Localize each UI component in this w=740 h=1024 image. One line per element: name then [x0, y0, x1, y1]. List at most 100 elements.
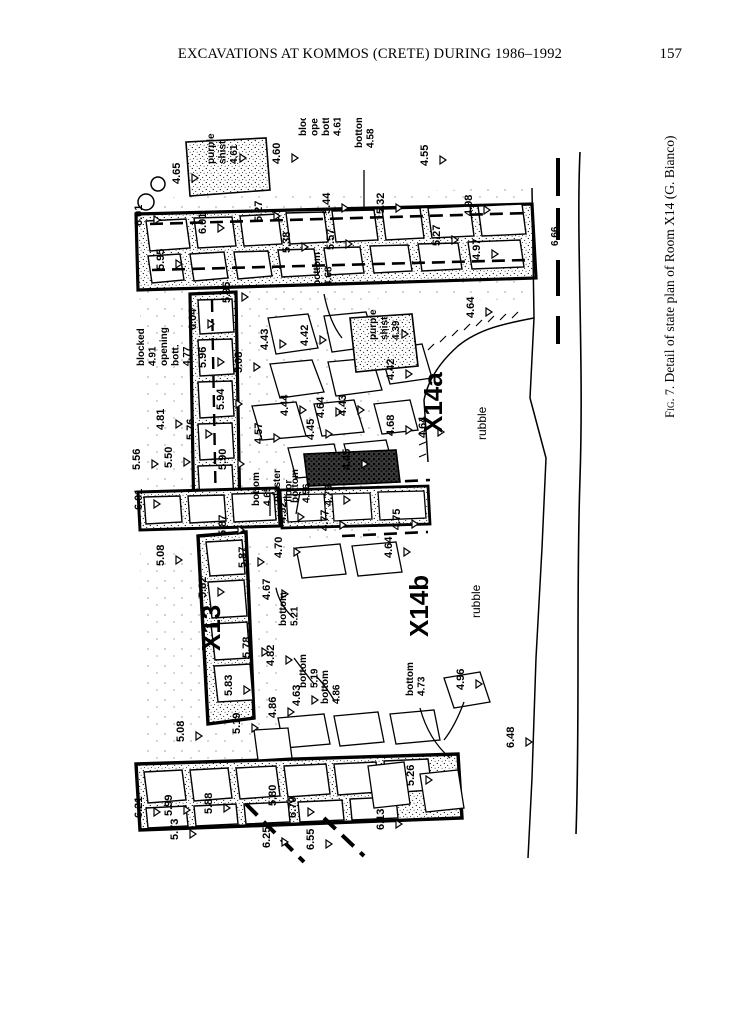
- spot-elevation: 5.08: [233, 352, 245, 373]
- spot-elevation: 5.27: [431, 225, 443, 246]
- elevation-triangle-icon: [183, 456, 192, 468]
- elevation-triangle-icon: [257, 556, 266, 568]
- bottom-elevation-line: bottom: [354, 118, 365, 148]
- spot-elevation-line: 4.77: [319, 510, 331, 531]
- elevation-triangle-icon: [345, 238, 354, 250]
- spot-elevation-line: 6.48: [505, 727, 517, 748]
- purple-schist-slabs: [185, 137, 419, 373]
- spot-elevation-line: 4.97: [471, 239, 483, 260]
- spot-elevation-line: 4.42: [299, 325, 311, 346]
- elevation-triangle-icon: [223, 802, 232, 814]
- figure-caption-label: Fig. 7.: [663, 385, 677, 418]
- bottom-elevation-line: 4.56: [302, 483, 313, 503]
- spot-elevation: 4.44: [279, 394, 291, 416]
- elevation-triangle-icon: [241, 291, 250, 303]
- area-note-line: rubble: [475, 406, 489, 440]
- spot-elevation-line: 4.70: [273, 537, 285, 558]
- bottom-elevation-line: 4.73: [417, 676, 428, 696]
- spot-elevation-line: 5.83: [223, 675, 235, 696]
- spot-elevation-line: 4.67: [261, 579, 273, 600]
- spot-elevation-line: 6.01: [133, 489, 145, 510]
- spot-elevation: 5.83: [223, 675, 235, 696]
- plan-svg: 4.654.604.556.016.015.275.445.324.985.38…: [131, 118, 582, 864]
- rubble-field-hatching: [418, 311, 519, 458]
- elevation-triangle-icon: [425, 774, 434, 786]
- figure-caption-text: Detail of state plan of Room X14 (G. Bia…: [662, 135, 677, 383]
- trench-edge-line: [575, 151, 582, 835]
- elevation-triangle-icon: [335, 406, 344, 418]
- spot-elevation-line: 5.94: [215, 388, 227, 410]
- material-note-line: purple: [206, 133, 217, 164]
- spot-elevation: 4.82: [265, 645, 277, 666]
- elevation-triangle-icon: [439, 154, 448, 166]
- elevation-triangle-icon: [287, 706, 296, 718]
- spot-elevation-line: 5.26: [405, 765, 417, 786]
- spot-elevation-line: 5.88: [203, 793, 215, 814]
- feature-note-line: 4.91: [148, 346, 159, 366]
- elevation-triangle-icon: [325, 428, 334, 440]
- room-label: X14b: [404, 575, 434, 637]
- elevation-triangle-icon: [297, 511, 306, 523]
- spot-elevation-line: 4.43: [337, 395, 349, 416]
- spot-elevation: 4.57: [253, 423, 265, 444]
- elevation-triangle-icon: [325, 838, 334, 850]
- spot-elevation: 5.08: [155, 545, 167, 566]
- elevation-triangle-icon: [251, 722, 260, 734]
- spot-elevation-line: 4.64: [417, 416, 429, 438]
- spot-elevation: 4.60: [271, 143, 283, 164]
- elevation-triangle-icon: [261, 646, 270, 658]
- spot-elevation: 6.25: [261, 827, 273, 848]
- spot-elevation-line: 5.56: [131, 449, 143, 470]
- spot-elevation: 5.73: [169, 819, 181, 840]
- spot-elevation: 4.64: [465, 296, 477, 318]
- elevation-triangle-icon: [153, 214, 162, 226]
- burnt-deposit: [303, 449, 401, 487]
- spot-elevation-line: 5.95: [221, 282, 233, 303]
- elevation-triangle-icon: [237, 524, 246, 536]
- spot-elevation-line: 4.75: [391, 509, 403, 530]
- feature-note: blockedopeningbott.4.61: [298, 118, 344, 136]
- room-label-line: X14b: [404, 575, 434, 637]
- feature-note-line: plaster: [272, 469, 283, 502]
- running-head-title: EXCAVATIONS AT KOMMOS (CRETE) DURING 198…: [177, 46, 563, 62]
- elevation-triangle-icon: [151, 458, 160, 470]
- spot-elevation: 5.99: [163, 795, 175, 816]
- bottom-elevation-line: bottom: [320, 670, 331, 704]
- elevation-triangle-icon: [175, 554, 184, 566]
- bottom-elevation-line: 5.21: [290, 606, 301, 626]
- area-note: rubble: [475, 406, 489, 440]
- elevation-triangle-icon: [311, 694, 320, 706]
- elevation-triangle-icon: [279, 338, 288, 350]
- elevation-triangle-icon: [239, 152, 248, 164]
- spot-elevation-line: 5.57: [325, 229, 337, 250]
- elevation-triangle-icon: [341, 202, 350, 214]
- elevation-triangle-icon: [189, 828, 198, 840]
- spot-elevation: 5.95: [221, 282, 233, 303]
- elevation-triangle-icon: [285, 654, 294, 666]
- section-marker-label-line: 6.66: [550, 226, 561, 246]
- spot-elevation: 5.90: [217, 449, 229, 470]
- spot-elevation: 6.01: [197, 213, 209, 234]
- spot-elevation: 4.67: [261, 579, 273, 600]
- rubble-field-edge: [423, 187, 547, 859]
- room-label: X14a: [418, 372, 448, 433]
- plan-content: 4.654.604.556.016.015.275.445.324.985.38…: [131, 118, 582, 864]
- wall-x14a-south: [278, 478, 432, 538]
- spot-elevation-line: 6.21: [133, 797, 145, 818]
- elevation-triangle-icon: [307, 806, 316, 818]
- spot-elevation-line: 4.81: [155, 409, 167, 430]
- elevation-triangle-icon: [205, 428, 214, 440]
- spot-elevation-line: 5.08: [155, 545, 167, 566]
- spot-elevation: 5.19: [231, 713, 243, 734]
- bottom-elevation-line: 4.65: [263, 486, 274, 506]
- spot-elevation: 4.43: [259, 329, 271, 350]
- feature-note-line: bott.: [321, 118, 332, 136]
- wall-north: [134, 202, 538, 292]
- spot-elevation: 5.50: [163, 447, 175, 468]
- spot-elevation-line: 5.78: [241, 637, 253, 658]
- spot-elevation-line: 5.44: [321, 192, 333, 214]
- spot-elevation: 4.81: [155, 409, 167, 430]
- spot-elevation-line: 5.38: [281, 232, 293, 253]
